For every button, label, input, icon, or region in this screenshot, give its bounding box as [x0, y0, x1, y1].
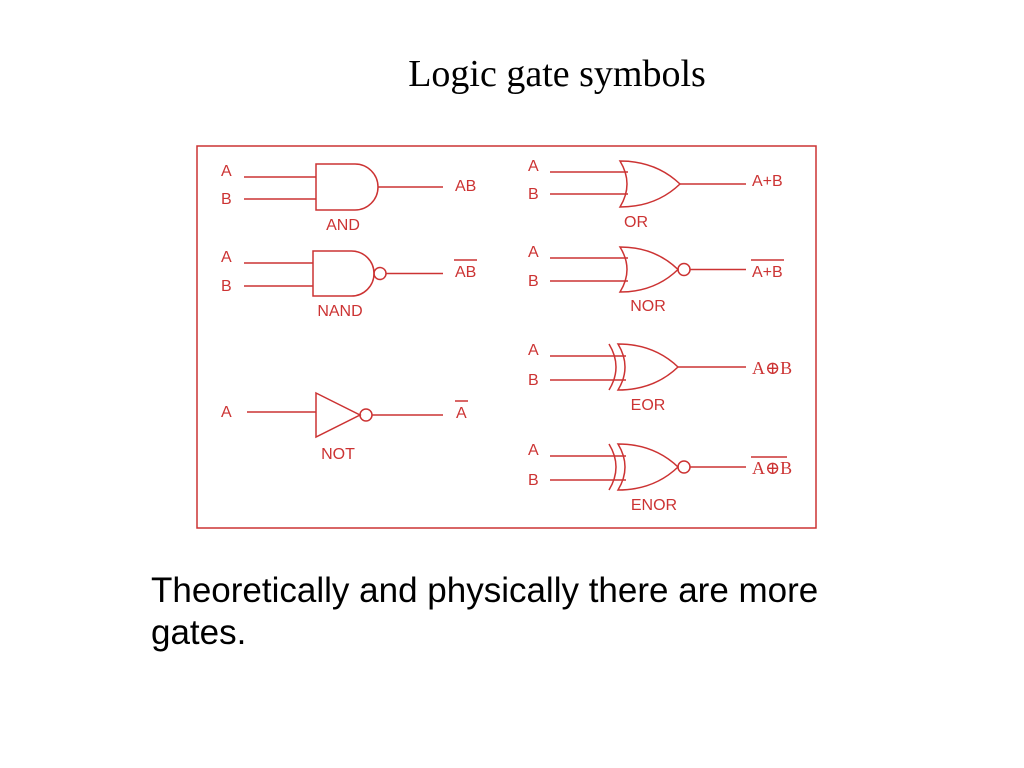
output-expression: A+B	[752, 173, 783, 190]
inversion-bubble	[677, 262, 691, 277]
gate-name-label: NAND	[317, 303, 362, 320]
gate-enor: AB A⊕B ENOR	[528, 442, 792, 514]
output-expression: AB	[455, 178, 476, 195]
input-label-b: B	[528, 372, 539, 389]
output-expression: A⊕B	[752, 358, 792, 378]
xor-input-arc	[608, 443, 617, 491]
gate-name-label: NOR	[630, 298, 666, 315]
xor-input-arc	[608, 343, 617, 391]
slide-title: Logic gate symbols	[408, 53, 706, 95]
input-label-a: A	[221, 404, 232, 421]
output-expression: A⊕B	[752, 458, 792, 478]
gate-name-label: AND	[326, 217, 360, 234]
gate-body	[312, 250, 375, 297]
gate-body	[315, 391, 362, 439]
input-label-a: A	[221, 249, 232, 266]
output-expression: A	[456, 405, 467, 422]
input-label-b: B	[221, 191, 232, 208]
inversion-bubble	[677, 460, 691, 474]
gate-name-label: ENOR	[631, 497, 677, 514]
gate-name-label: OR	[624, 214, 648, 231]
slide-body-text: Theoretically and physically there are m…	[151, 571, 819, 652]
input-label-a: A	[528, 244, 539, 261]
inversion-bubble	[373, 266, 387, 281]
input-label-a: A	[221, 163, 232, 180]
gate-nand: AB AB NAND	[221, 249, 477, 320]
input-label-a: A	[528, 342, 539, 359]
input-label-a: A	[528, 158, 539, 175]
gate-body	[616, 443, 680, 491]
gate-or: AB A+B OR	[528, 158, 783, 231]
gate-body	[616, 343, 680, 391]
gate-name-label: NOT	[321, 446, 355, 463]
input-label-b: B	[528, 186, 539, 203]
gate-body	[618, 160, 682, 208]
input-label-a: A	[528, 442, 539, 459]
inversion-bubble	[359, 408, 373, 422]
gate-nor: AB A+B NOR	[528, 244, 784, 315]
input-label-b: B	[528, 273, 539, 290]
gate-name-label: EOR	[631, 397, 666, 414]
output-expression: AB	[455, 264, 476, 281]
input-label-b: B	[528, 472, 539, 489]
input-label-b: B	[221, 278, 232, 295]
gate-not: A A NOT	[221, 391, 468, 463]
diagram-border	[196, 145, 817, 529]
gate-and: AB AB AND	[221, 163, 476, 234]
gate-body	[618, 246, 680, 293]
gate-body	[315, 163, 379, 211]
output-expression: A+B	[752, 264, 783, 281]
gate-eor: AB A⊕B EOR	[528, 342, 792, 414]
